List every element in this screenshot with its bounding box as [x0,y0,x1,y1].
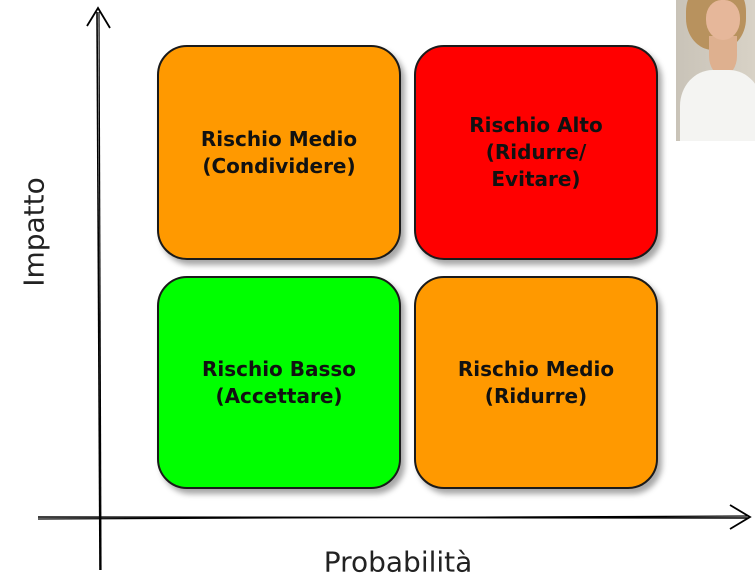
quadrant-label: Rischio Basso (Accettare) [201,356,357,408]
presenter-photo [676,0,755,141]
x-axis [37,504,752,530]
photo-shirt [680,70,755,141]
quadrant-low-risk: Rischio Basso (Accettare) [157,276,401,489]
quadrant-medium-risk-reduce: Rischio Medio (Ridurre) [414,276,658,489]
photo-face [706,0,740,40]
quadrant-medium-risk-share: Rischio Medio (Condividere) [157,45,401,260]
y-axis-label: Impatto [17,177,51,287]
y-axis-arrow-icon [86,6,111,29]
x-axis-label: Probabilità [323,545,473,579]
quadrant-label: Rischio Medio (Ridurre) [457,356,615,408]
quadrant-label: Rischio Medio (Condividere) [200,126,358,178]
photo-neck [709,36,737,76]
y-axis [86,6,111,571]
quadrant-label: Rischio Alto (Ridurre/ Evitare) [469,113,603,191]
x-axis-arrow-icon [729,504,752,530]
quadrant-high-risk: Rischio Alto (Ridurre/ Evitare) [414,45,658,260]
